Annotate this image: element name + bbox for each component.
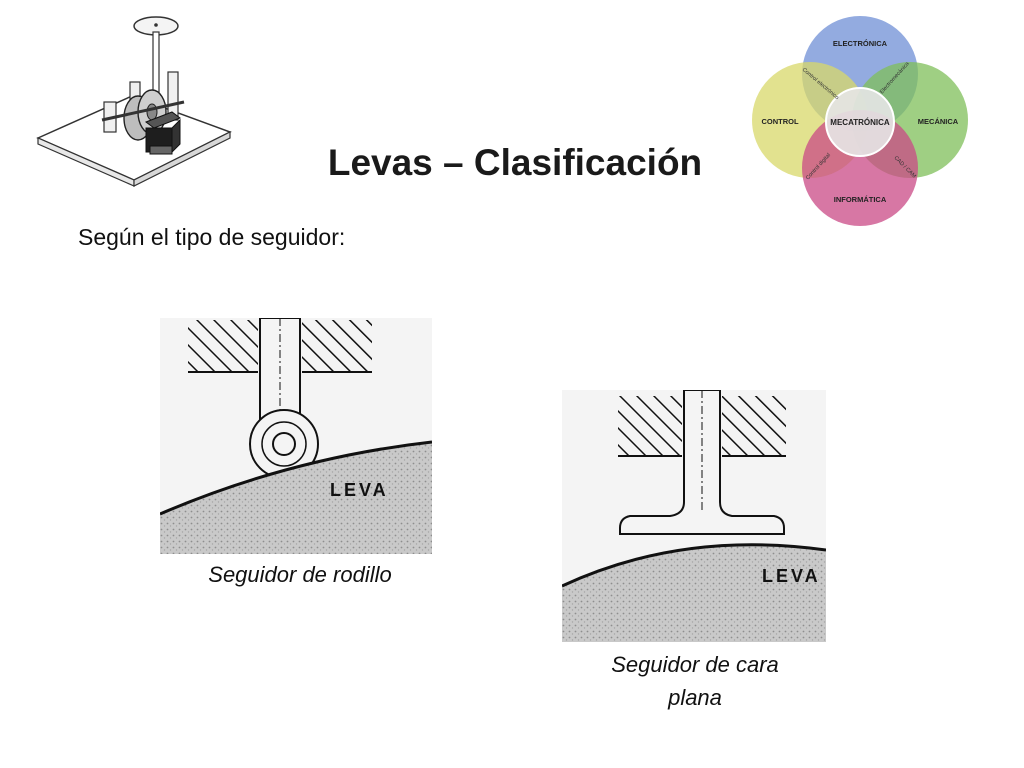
venn-label-left: CONTROL xyxy=(761,117,798,126)
flat-face-follower-caption: Seguidor de cara plana xyxy=(560,648,830,714)
venn-label-right: MECÁNICA xyxy=(918,117,959,126)
cam-label: LEVA xyxy=(330,480,389,500)
venn-label-bottom: INFORMÁTICA xyxy=(834,195,887,204)
mechatronics-venn-logo: ELECTRÓNICA CONTROL MECÁNICA INFORMÁTICA… xyxy=(752,16,968,226)
guide-block-left xyxy=(188,320,258,372)
cam-surface xyxy=(562,544,826,642)
flat-face-caption-line1: Seguidor de cara xyxy=(611,652,779,677)
venn-label-top: ELECTRÓNICA xyxy=(833,39,888,48)
cam-surface xyxy=(160,442,432,554)
roller-follower-caption: Seguidor de rodillo xyxy=(208,562,392,587)
slide-subtitle: Según el tipo de seguidor: xyxy=(78,224,346,250)
flat-face-caption-line2: plana xyxy=(668,685,722,710)
roller-follower-figure: LEVA xyxy=(160,318,432,554)
slide-title: Levas – Clasificación xyxy=(327,142,703,183)
guide-block-right xyxy=(302,320,372,372)
cam-label: LEVA xyxy=(762,566,821,586)
venn-center xyxy=(825,87,895,157)
cam-mechanism-illustration xyxy=(36,16,232,187)
venn-label-center: MECATRÓNICA xyxy=(830,118,890,127)
guide-block-right xyxy=(722,396,786,456)
flat-face-follower-figure: LEVA xyxy=(562,390,826,642)
guide-block-left xyxy=(618,396,682,456)
